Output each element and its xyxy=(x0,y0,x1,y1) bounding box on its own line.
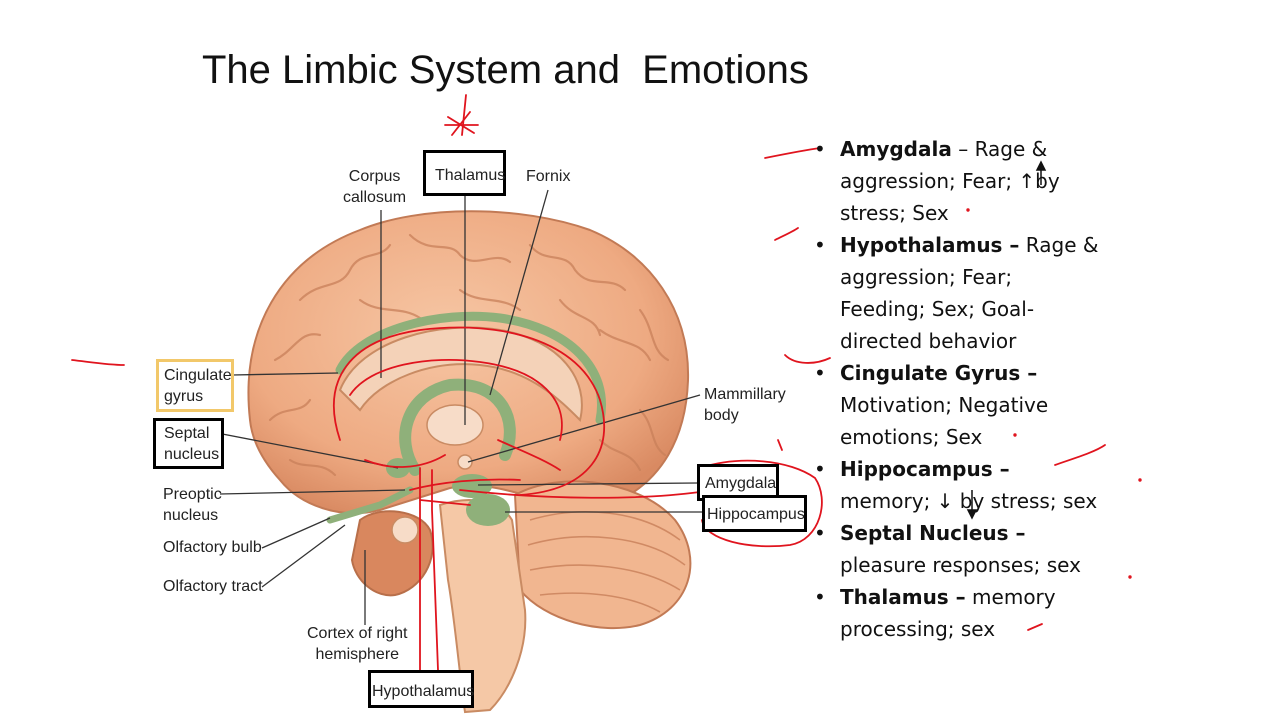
cingulate-band xyxy=(335,311,606,425)
thalamus-label: Thalamus xyxy=(435,167,506,184)
hypothalamus-label-box: Hypothalamus xyxy=(368,670,474,708)
gyri-texture xyxy=(268,233,670,477)
hippocampus-label-box: Hippocampus xyxy=(702,495,807,532)
bullet-septal-nucleus: Septal Nucleus – pleasure responses; sex xyxy=(812,517,1132,581)
leader-lines xyxy=(211,189,702,625)
hippocampus-label: Hippocampus xyxy=(707,506,805,523)
mammillary-label: Mammillary body xyxy=(704,386,786,424)
septal-label-line2: nucleus xyxy=(164,446,220,463)
mammillary-shape xyxy=(457,454,473,470)
cerebellum xyxy=(513,480,692,629)
amygdala-label: Amygdala xyxy=(705,475,777,492)
bullet-hypothalamus: Hypothalamus – Rage & aggression; Fear; … xyxy=(812,229,1132,357)
fornix-label: Fornix xyxy=(526,168,571,185)
thalamus-shape xyxy=(426,404,484,446)
septal-label-box: Septal nucleus xyxy=(153,418,224,469)
olfactory-bulb-label: Olfactory bulb xyxy=(163,539,262,556)
corpus-callosum-label: Corpus callosum xyxy=(343,168,407,206)
cingulate-label-line1: Cingulate xyxy=(164,367,232,384)
hippocampus-shape xyxy=(466,494,510,526)
septal-label-line1: Septal xyxy=(164,425,210,442)
thalamus-label-box: Thalamus xyxy=(423,150,506,196)
hypothalamus-label: Hypothalamus xyxy=(372,683,475,700)
bullet-amygdala: Amygdala – Rage & aggression; Fear; ↑by … xyxy=(812,133,1132,229)
slide-title: The Limbic System and Emotions xyxy=(202,48,809,92)
function-list: Amygdala – Rage & aggression; Fear; ↑by … xyxy=(812,133,1132,645)
olfactory-shape xyxy=(326,486,414,524)
red-annotations xyxy=(71,94,1142,676)
corpus-callosum-shape xyxy=(338,326,583,422)
cortex-label: Cortex of right hemisphere xyxy=(307,625,408,663)
bullet-hippocampus: Hippocampus – memory; ↓ by stress; sex xyxy=(812,453,1132,517)
bullet-thalamus: Thalamus – memory processing; sex xyxy=(812,581,1132,645)
cingulate-label-box: Cingulate gyrus xyxy=(156,359,234,412)
preoptic-label: Preoptic nucleus xyxy=(163,486,222,524)
bullet-cingulate-gyrus: Cingulate Gyrus – Motivation; Negative e… xyxy=(812,357,1132,453)
olfactory-tract-label: Olfactory tract xyxy=(163,578,263,595)
fornix-shape xyxy=(399,378,516,476)
cingulate-label-line2: gyrus xyxy=(164,388,204,405)
